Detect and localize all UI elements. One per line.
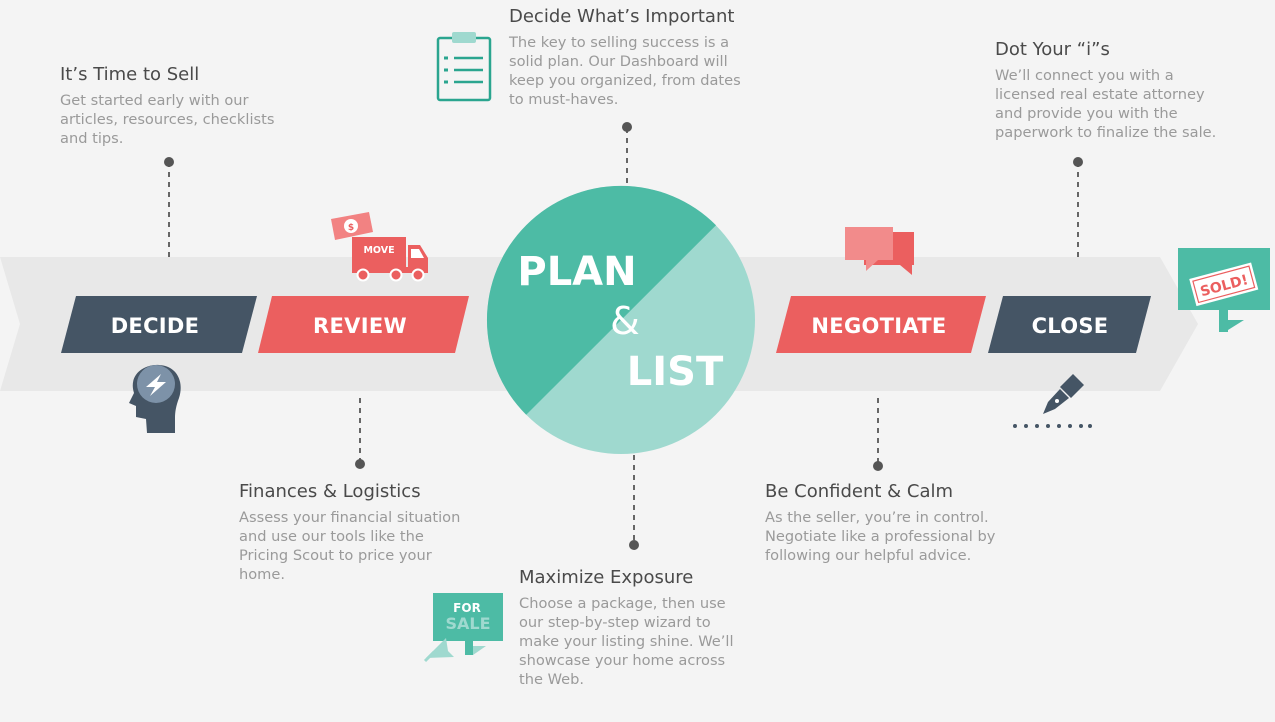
- connector-dot: [164, 157, 174, 167]
- step-title: Maximize Exposure: [519, 567, 694, 588]
- step-time-to-sell: It’s Time to Sell Get started early with…: [60, 63, 274, 148]
- for-sale-line2: SALE: [445, 614, 490, 633]
- stage-close-label: CLOSE: [1032, 314, 1109, 338]
- moving-truck-icon: MOVE: [352, 237, 428, 282]
- connector-lines: [168, 128, 1079, 545]
- step-description: The key to selling success is a solid pl…: [509, 34, 741, 108]
- stage-close-shape: [988, 296, 1151, 353]
- step-title: Dot Your “i”s: [995, 39, 1110, 60]
- truck-label: MOVE: [363, 245, 394, 256]
- head-lightning-icon: [129, 364, 181, 433]
- step-description: We’ll connect you with a licensed real e…: [995, 67, 1217, 141]
- center-plan-text: PLAN: [517, 249, 636, 295]
- step-confident-calm: Be Confident & Calm As the seller, you’r…: [765, 480, 995, 565]
- fountain-pen-icon: [1043, 374, 1084, 414]
- stage-decide-shape: [61, 296, 257, 353]
- connector-dot: [355, 459, 365, 469]
- clipboard-icon: [436, 32, 492, 102]
- for-sale-sign-icon: FOR SALE: [423, 593, 503, 663]
- step-decide-important: Decide What’s Important The key to selli…: [509, 5, 741, 109]
- connector-dot: [873, 461, 883, 471]
- money-bill-icon: $: [331, 212, 373, 240]
- money-symbol: $: [348, 223, 354, 233]
- step-description: Get started early with our articles, res…: [60, 92, 275, 147]
- connector-dot: [629, 540, 639, 550]
- step-title: Decide What’s Important: [509, 6, 735, 27]
- step-dot-your-is: Dot Your “i”s We’ll connect you with a l…: [995, 38, 1216, 142]
- connector-dots: [164, 122, 1083, 550]
- step-title: Be Confident & Calm: [765, 481, 954, 502]
- step-description: As the seller, you’re in control. Negoti…: [765, 509, 996, 564]
- stage-negotiate-label: NEGOTIATE: [811, 314, 946, 338]
- sold-sign-icon: SOLD!: [1178, 248, 1270, 332]
- speech-bubbles-icon: [845, 227, 914, 275]
- step-title: Finances & Logistics: [239, 481, 421, 502]
- center-list-text: LIST: [627, 349, 724, 395]
- step-finances-logistics: Finances & Logistics Assess your financi…: [239, 480, 460, 584]
- step-maximize-exposure: Maximize Exposure Choose a package, then…: [519, 566, 734, 689]
- step-description: Assess your financial situation and use …: [239, 509, 461, 583]
- plan-list-circle: PLAN & LIST: [486, 185, 755, 454]
- stage-decide-label: DECIDE: [111, 314, 200, 338]
- stage-review-shape: [258, 296, 469, 353]
- step-title: It’s Time to Sell: [60, 64, 200, 85]
- connector-dot: [1073, 157, 1083, 167]
- center-amp-text: &: [610, 299, 640, 343]
- step-description: Choose a package, then use our step-by-s…: [519, 595, 734, 688]
- stage-negotiate-shape: [776, 296, 986, 353]
- signature-dots: [1013, 424, 1092, 428]
- connector-dot: [622, 122, 632, 132]
- stage-review-label: REVIEW: [313, 314, 407, 338]
- for-sale-line1: FOR: [453, 601, 481, 615]
